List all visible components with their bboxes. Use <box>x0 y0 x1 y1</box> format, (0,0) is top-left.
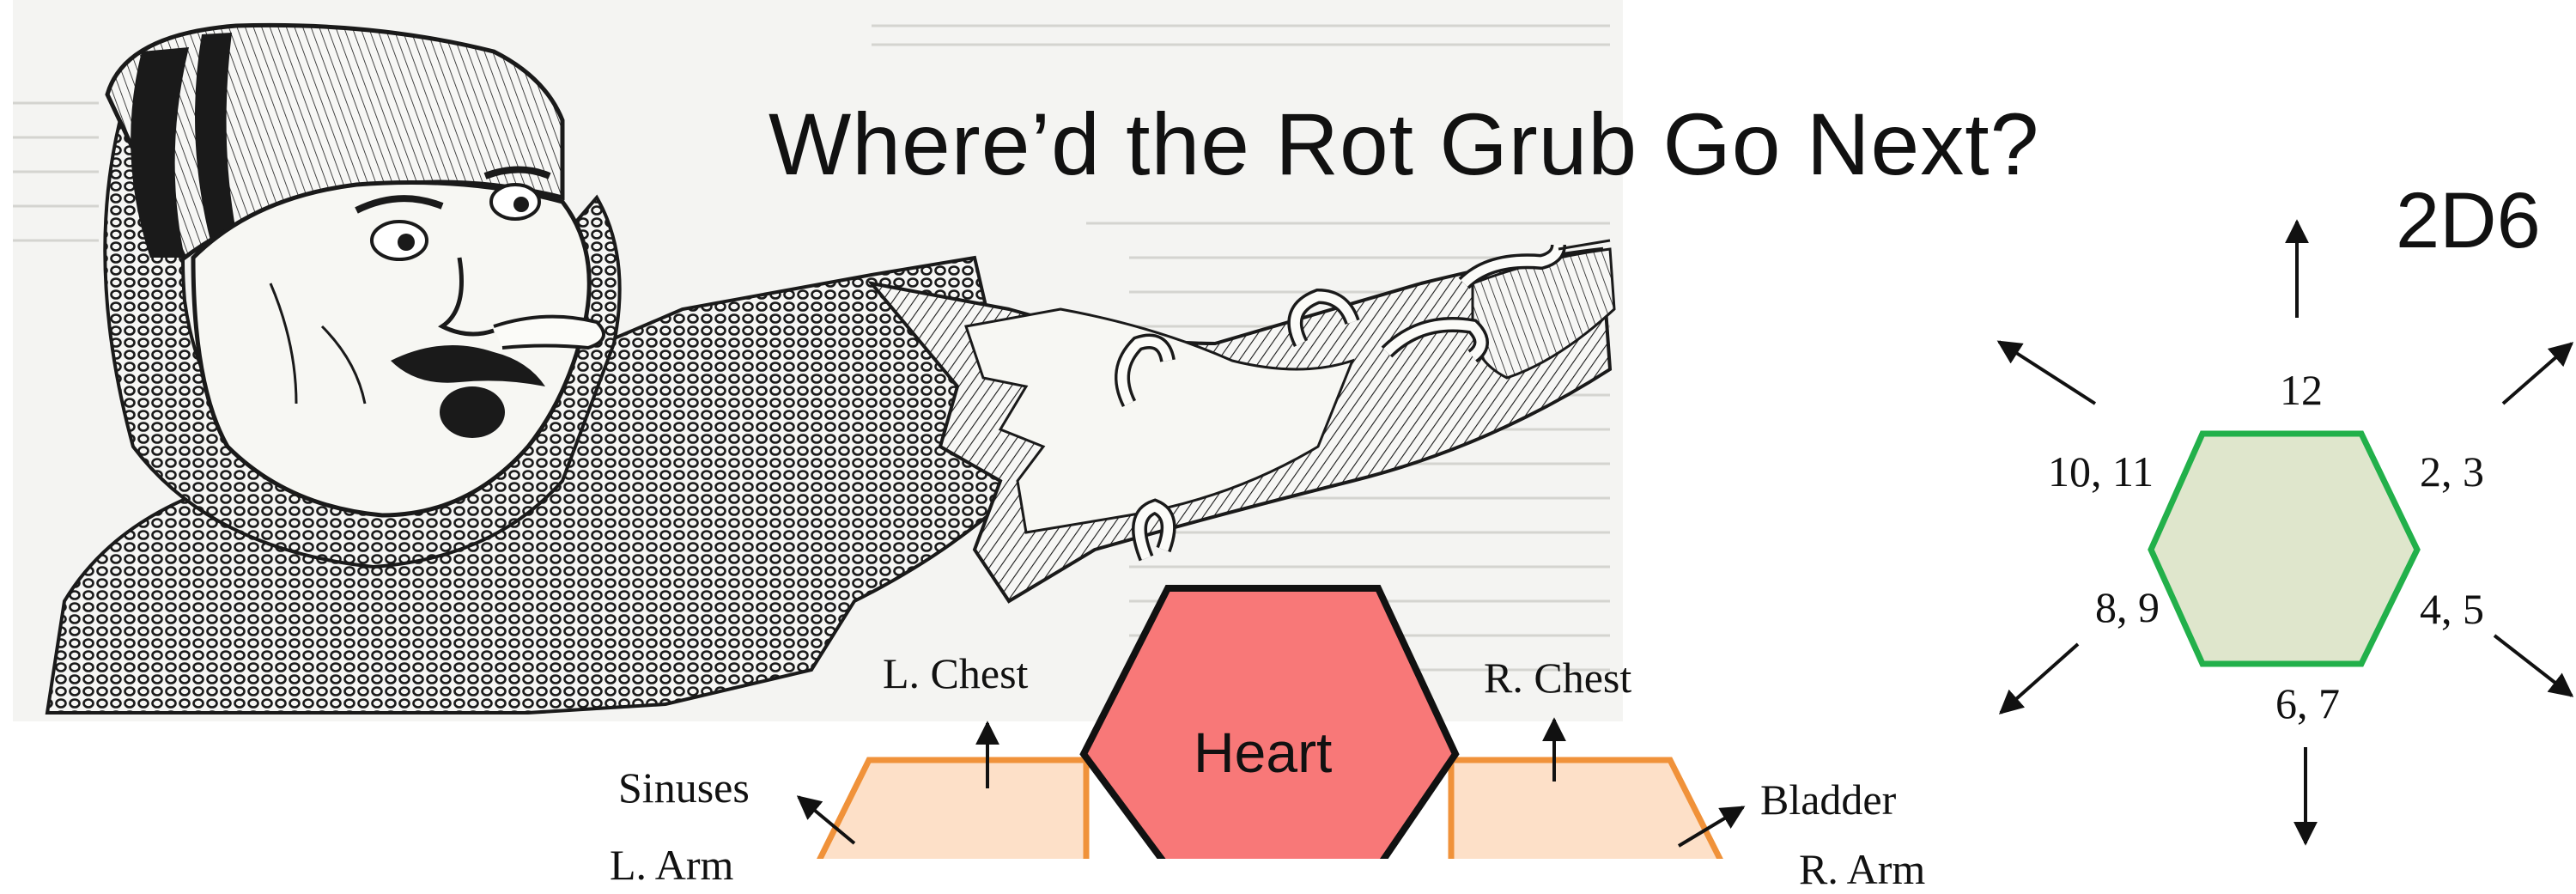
slide: Where’d the Rot Grub Go Next? 2D6 Heart <box>13 0 2574 893</box>
arrow-down-left-icon <box>1998 642 2080 715</box>
dice-label: 2D6 <box>2396 177 2541 265</box>
arrow-up-left-icon <box>1996 340 2097 405</box>
direction-label-bottom-left: 8, 9 <box>2095 583 2160 631</box>
moustache <box>391 345 545 386</box>
knight-illustration <box>13 0 1623 721</box>
left-side-hex <box>817 757 1090 859</box>
sinuses-label: Sinuses <box>618 763 750 812</box>
rot-grubs <box>1115 239 1611 562</box>
nose-grub <box>493 314 605 350</box>
sinuses-arrow <box>796 795 856 845</box>
arrow-down-right-icon <box>2493 634 2574 697</box>
helmet-stripe <box>131 47 189 258</box>
direction-hex <box>2148 430 2421 667</box>
slide-title: Where’d the Rot Grub Go Next? <box>769 95 2040 193</box>
left-arm-label: L. Arm <box>610 841 734 889</box>
arrow-up-right-icon <box>2501 342 2574 405</box>
right-side-hex <box>1448 757 1723 859</box>
direction-label-top-right: 2, 3 <box>2420 447 2484 496</box>
direction-label-bottom: 6, 7 <box>2275 679 2340 727</box>
diagram-shapes <box>796 219 2574 859</box>
heart-label: Heart <box>1194 721 1333 784</box>
heart-hex <box>1079 585 1460 859</box>
direction-label-top: 12 <box>2280 366 2323 414</box>
bladder-arrow <box>1677 806 1746 848</box>
direction-label-top-left: 10, 11 <box>2048 447 2154 496</box>
bladder-label: Bladder <box>1760 775 1897 824</box>
left-chest-label: L. Chest <box>883 649 1029 697</box>
right-chest-label: R. Chest <box>1484 654 1632 702</box>
helmet-stripe <box>195 33 236 240</box>
direction-label-bottom-right: 4, 5 <box>2420 585 2484 633</box>
mouth <box>440 386 505 438</box>
right-arm-label: R. Arm <box>1799 845 1926 893</box>
